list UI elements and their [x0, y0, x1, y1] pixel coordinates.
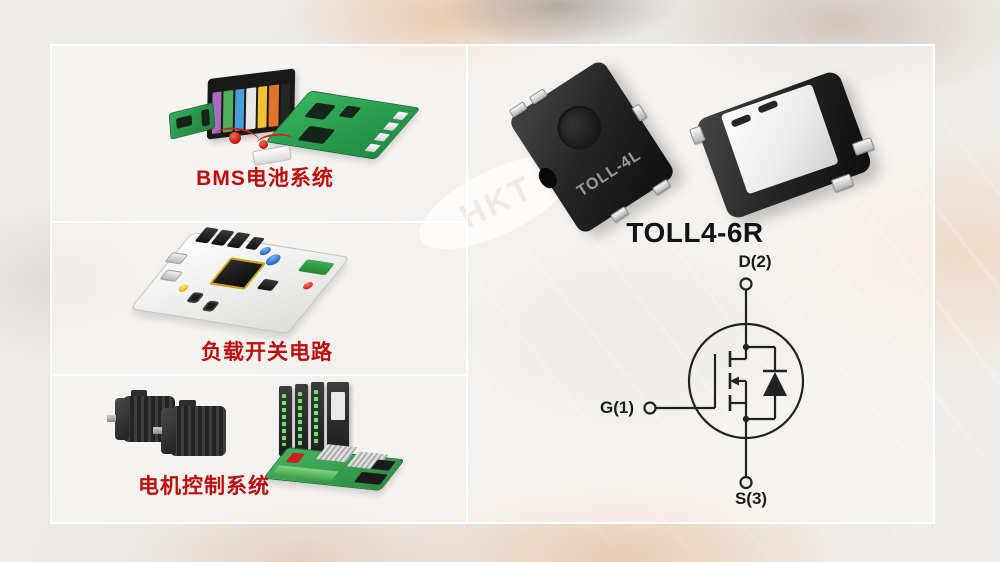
red-button: [229, 132, 241, 144]
bms-chip: [304, 102, 337, 120]
grid-divider-row1: [52, 221, 466, 223]
load-switch-image: [129, 227, 382, 338]
package-notch: [535, 164, 561, 192]
yellow-led: [176, 283, 191, 293]
source-pin-label: S(3): [734, 489, 768, 508]
package-dimple: [549, 97, 610, 159]
mosfet-schematic: [643, 277, 805, 490]
capacitor: [257, 246, 274, 256]
push-button: [185, 291, 205, 304]
grid-divider-row2: [52, 374, 466, 376]
gate-pin-label: G(1): [600, 398, 634, 417]
motor-control-label: 电机控制系统: [138, 475, 270, 498]
usb-connector: [164, 252, 189, 265]
drain-pin-label: D(2): [738, 252, 772, 271]
bms-label: BMS电池系统: [196, 167, 334, 190]
motor-control-image: [107, 380, 407, 491]
drive-modules: [279, 382, 353, 460]
package-title: TOLL4-6R: [626, 217, 764, 248]
motor-right: [153, 400, 229, 462]
grid-divider-vertical: [466, 46, 468, 522]
green-terminal: [297, 259, 335, 276]
package-bottom-view-image: [688, 69, 875, 221]
mcu-chip: [208, 257, 267, 290]
red-led: [301, 281, 315, 290]
bms-system-image: [107, 56, 421, 167]
package-top-view-image: TOLL-4L: [507, 58, 677, 236]
thermal-pad: [720, 83, 839, 195]
load-switch-board: [129, 227, 351, 335]
load-switch-label: 负载开关电路: [201, 341, 333, 364]
content-panel: BMS电池系统 负载开关电路: [50, 44, 935, 524]
